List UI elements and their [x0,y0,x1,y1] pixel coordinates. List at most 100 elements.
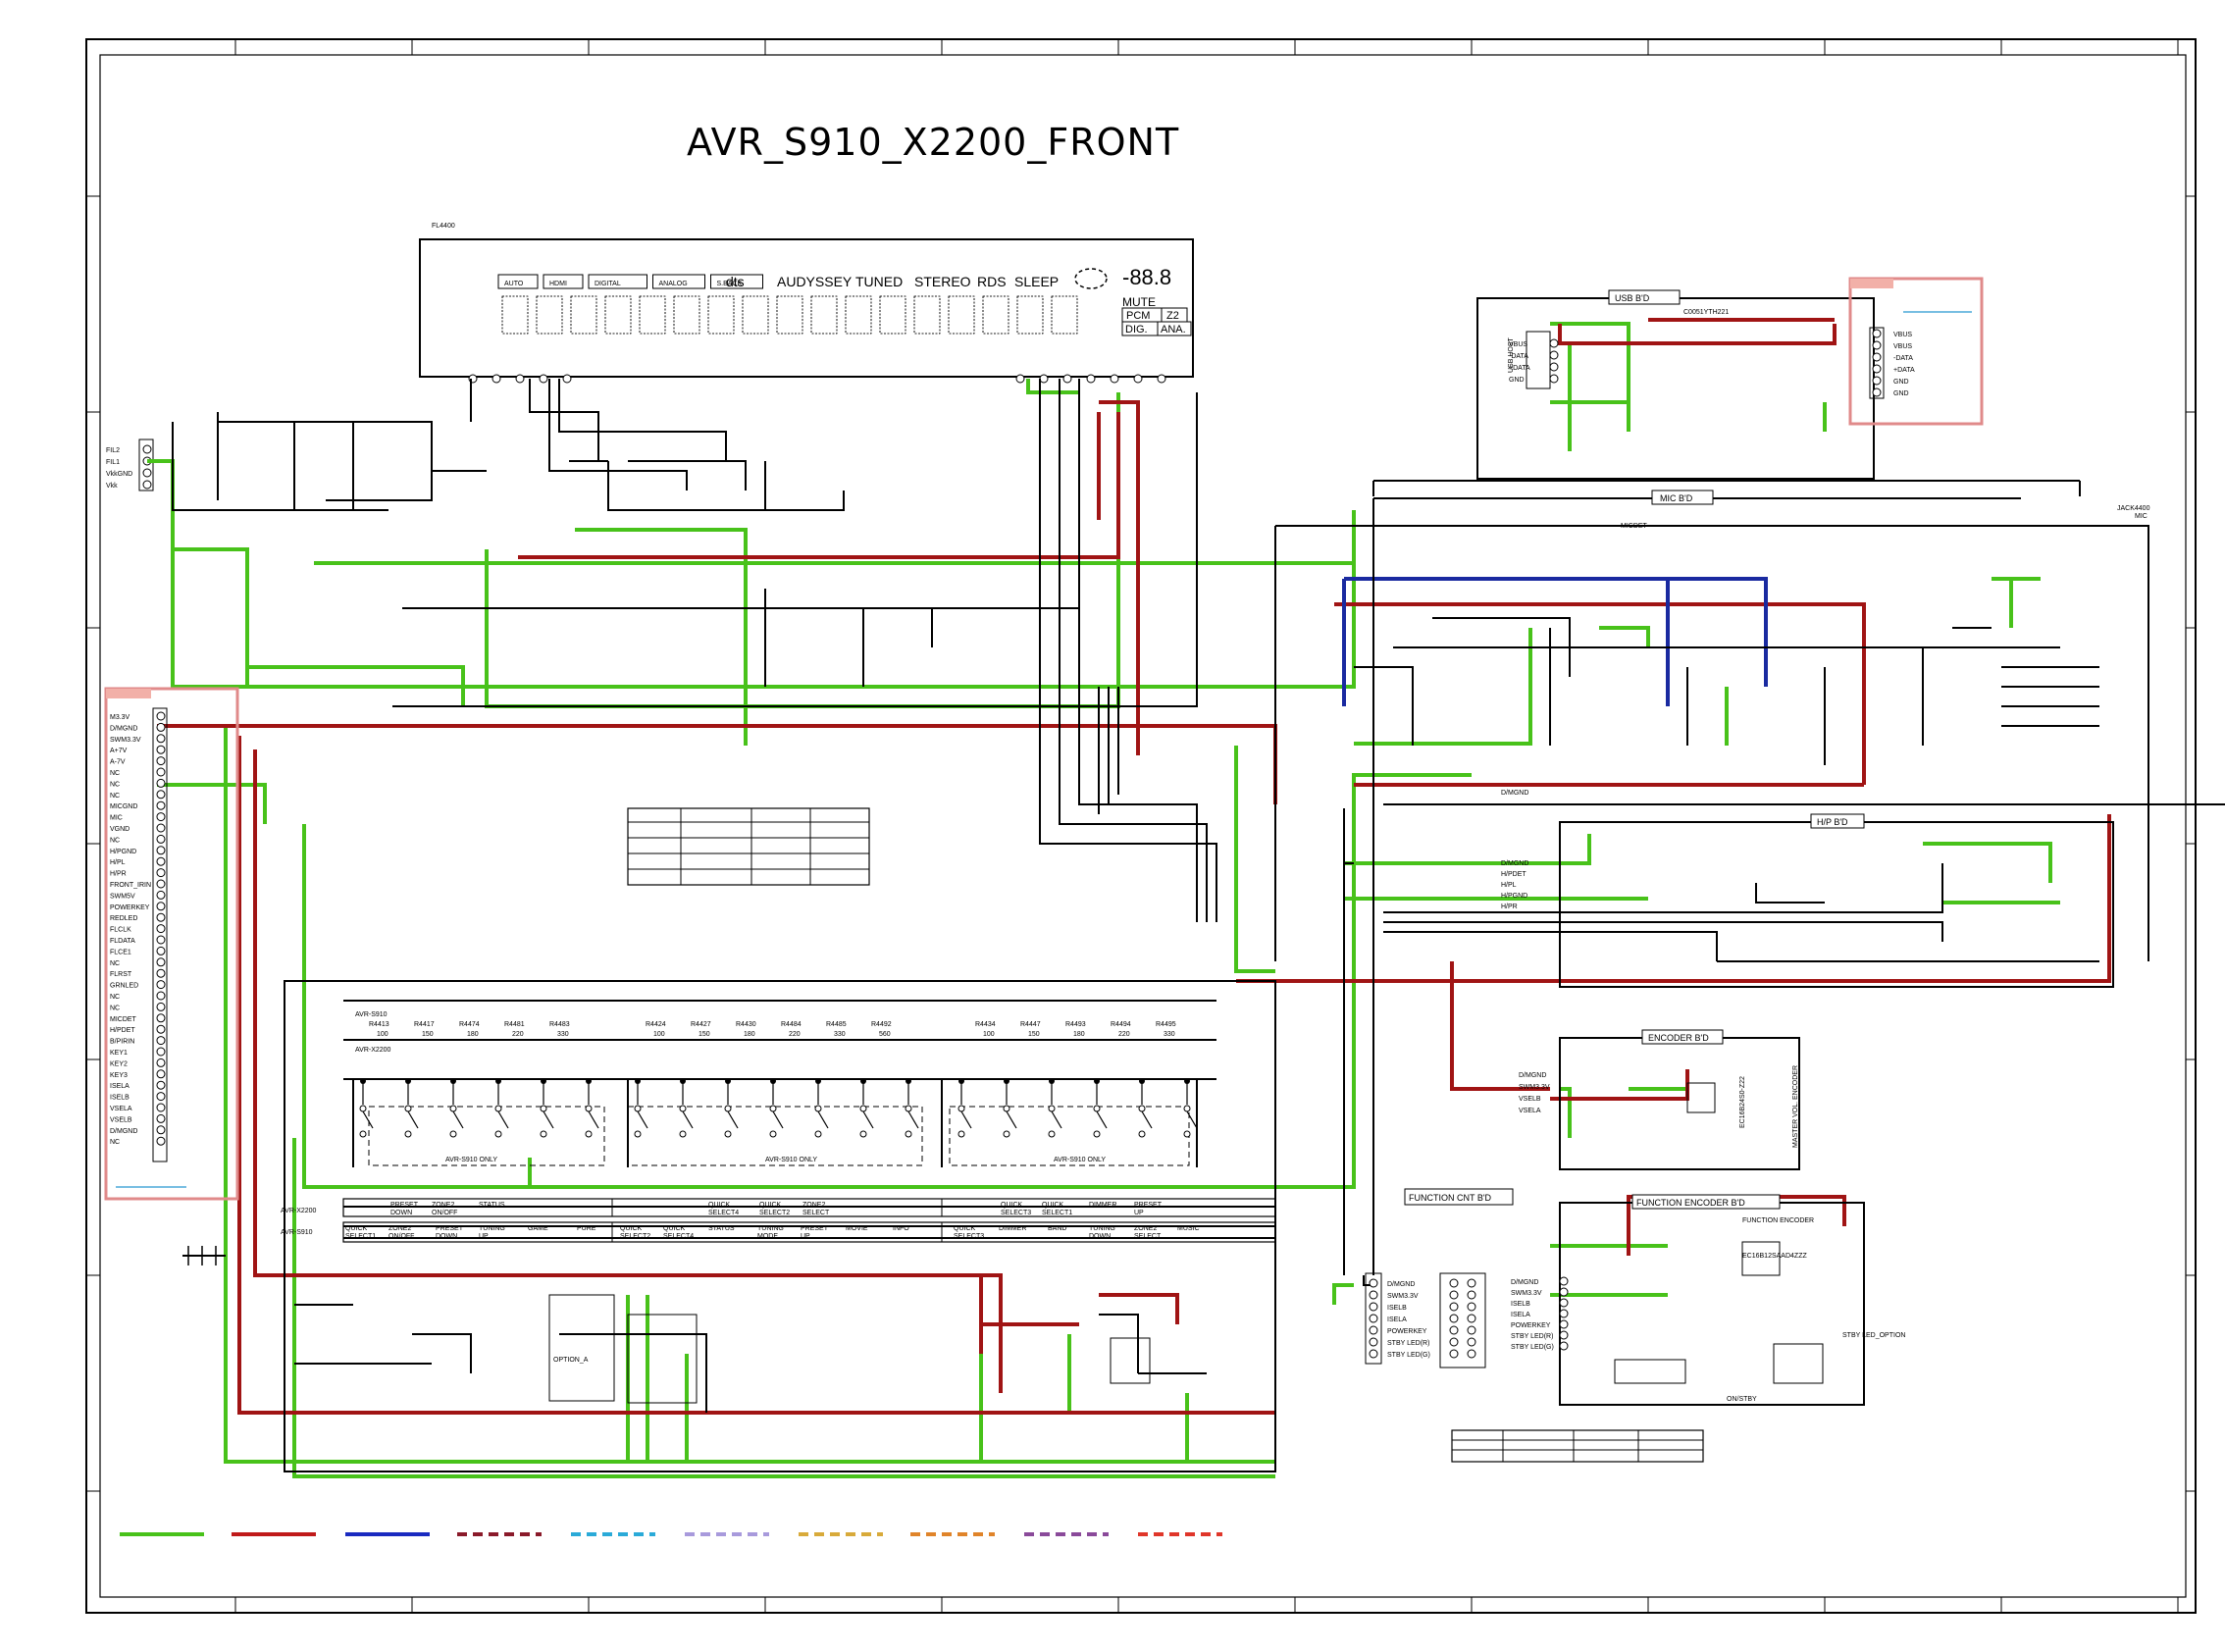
wiring [147,318,2225,1478]
connector-pin-label: MIC [110,815,123,822]
connector-pin-label: MICGND [110,803,137,810]
connector-pin-label: NC [110,1005,120,1011]
connector-pin-label: VGND [110,826,129,833]
connector-pin-label: NC [110,781,120,788]
key-label: PURE [577,1225,596,1232]
seg-dts: dts [726,274,745,289]
svg-text:-88.8: -88.8 [1122,265,1171,289]
seg-tuned: TUNED [855,274,903,289]
resistor-ref: R4427 [691,1021,711,1028]
resistor-value: 150 [699,1031,710,1038]
connector-pin-label: MICDET [110,1016,137,1023]
resistor-value: 220 [1118,1031,1130,1038]
drawing-frame [85,38,2197,1614]
resistor-value: 100 [377,1031,388,1038]
function-encoder-pin-label: STBY LED(G) [1511,1344,1554,1351]
connector-pin-label: ISELA [110,1083,129,1090]
connector-pin-label: A-7V [110,759,126,766]
function-cnt-pin-label: ISELB [1387,1305,1407,1312]
connector-highlight-box [104,687,239,1201]
usb-left-pin-label: VBUS [1509,341,1527,348]
circle-indicator-icon [1074,268,1108,289]
usb-connector-label: USB HOST [1508,336,1515,373]
power-pin-label: Vkk [106,483,118,490]
hp-pin-label: H/PDET [1501,871,1526,878]
function-cnt-pin-label: D/MGND [1387,1281,1415,1288]
resistor-value: 100 [983,1031,995,1038]
connector-pin-label: A+7V [110,748,128,754]
connector-pin-label: NC [110,837,120,844]
mic-board: MIC B'D JACK4400 MIC MICDET D/MGND [1372,480,2150,797]
stby-option-label: STBY LED_OPTION [1842,1332,1905,1339]
encoder-part: EC16B24S0-Z22 [1739,1076,1746,1128]
display-indicator: DIGITAL [595,281,621,287]
s910-only-3: AVR-S910 ONLY [1054,1157,1106,1163]
connector-pin-label: SWM5V [110,893,135,900]
key-label: MUSIC [1177,1225,1200,1232]
resistor-value: 180 [744,1031,755,1038]
ground-symbol-icon [182,1246,226,1265]
empty-table-left [627,807,870,886]
connector-pin-label: KEY3 [110,1072,128,1079]
resistor-value: 180 [467,1031,479,1038]
connector-pin-label: D/MGND [110,725,137,732]
power-pin-label: FIL2 [106,447,120,454]
resistor-value: 180 [1073,1031,1085,1038]
function-cnt-label: FUNCTION CNT B'D [1409,1193,1492,1203]
function-encoder-pin-label: ISELA [1511,1312,1530,1318]
z2-indicator: Z2 [1166,310,1179,322]
key-label: BAND [1048,1225,1066,1232]
encoder-pin-label: D/MGND [1519,1072,1546,1079]
power-pin-label: FIL1 [106,459,120,466]
resistor-value: 150 [422,1031,434,1038]
s910-row-label: AVR-S910 [355,1011,388,1018]
usb-highlight-box [1848,277,1984,426]
resistor-ref: R4485 [826,1021,847,1028]
on-stby-label: ON/STBY [1727,1396,1757,1403]
encoder-side-label: MASTER VOL. ENCODER [1792,1065,1799,1148]
usb-board: USB B'D C0051YTH221 USB HOST VBUS-DATA+D… [1476,277,1984,480]
connector-pin-label: NC [110,1139,120,1146]
connector-pin-label: SWM3.3V [110,737,141,744]
connector-pin-label: NC [110,960,120,967]
connector-pin-label: POWERKEY [110,904,150,911]
connector-pin-label: VSELB [110,1116,132,1123]
connector-pin-label: H/PDET [110,1027,135,1034]
function-encoder-pin-label: POWERKEY [1511,1322,1551,1329]
hp-board-label: H/P B'D [1817,817,1848,827]
resistor-ref: R4417 [414,1021,435,1028]
function-encoder-board: FUNCTION ENCODER B'D FUNCTION ENCODER EC… [1511,1194,1905,1406]
hp-pin-label: H/PR [1501,903,1518,910]
encoder-board-label: ENCODER B'D [1648,1033,1709,1043]
resistor-value: 100 [653,1031,665,1038]
function-cnt-pin-label: POWERKEY [1387,1328,1427,1335]
connector-pin-label: ISELB [110,1095,129,1102]
connector-pin-label: B/PIRIN [110,1039,134,1046]
hp-pin-label: H/PGND [1501,893,1527,900]
resistor-value: 150 [1028,1031,1040,1038]
connector-pin-label: VSELA [110,1106,132,1112]
connector-pin-label: NC [110,994,120,1001]
resistor-value: 560 [879,1031,891,1038]
mute-indicator: MUTE [1122,295,1156,309]
encoder-pin-label: VSELA [1519,1108,1541,1114]
function-encoder-board-label: FUNCTION ENCODER B'D [1636,1198,1745,1208]
connector-pin-label: FLCLK [110,927,131,934]
function-cnt-pin-label: ISELA [1387,1316,1407,1323]
connector-pin-label: D/MGND [110,1128,137,1135]
resistor-ref: R4495 [1156,1021,1176,1028]
resistor-ref: R4484 [781,1021,802,1028]
